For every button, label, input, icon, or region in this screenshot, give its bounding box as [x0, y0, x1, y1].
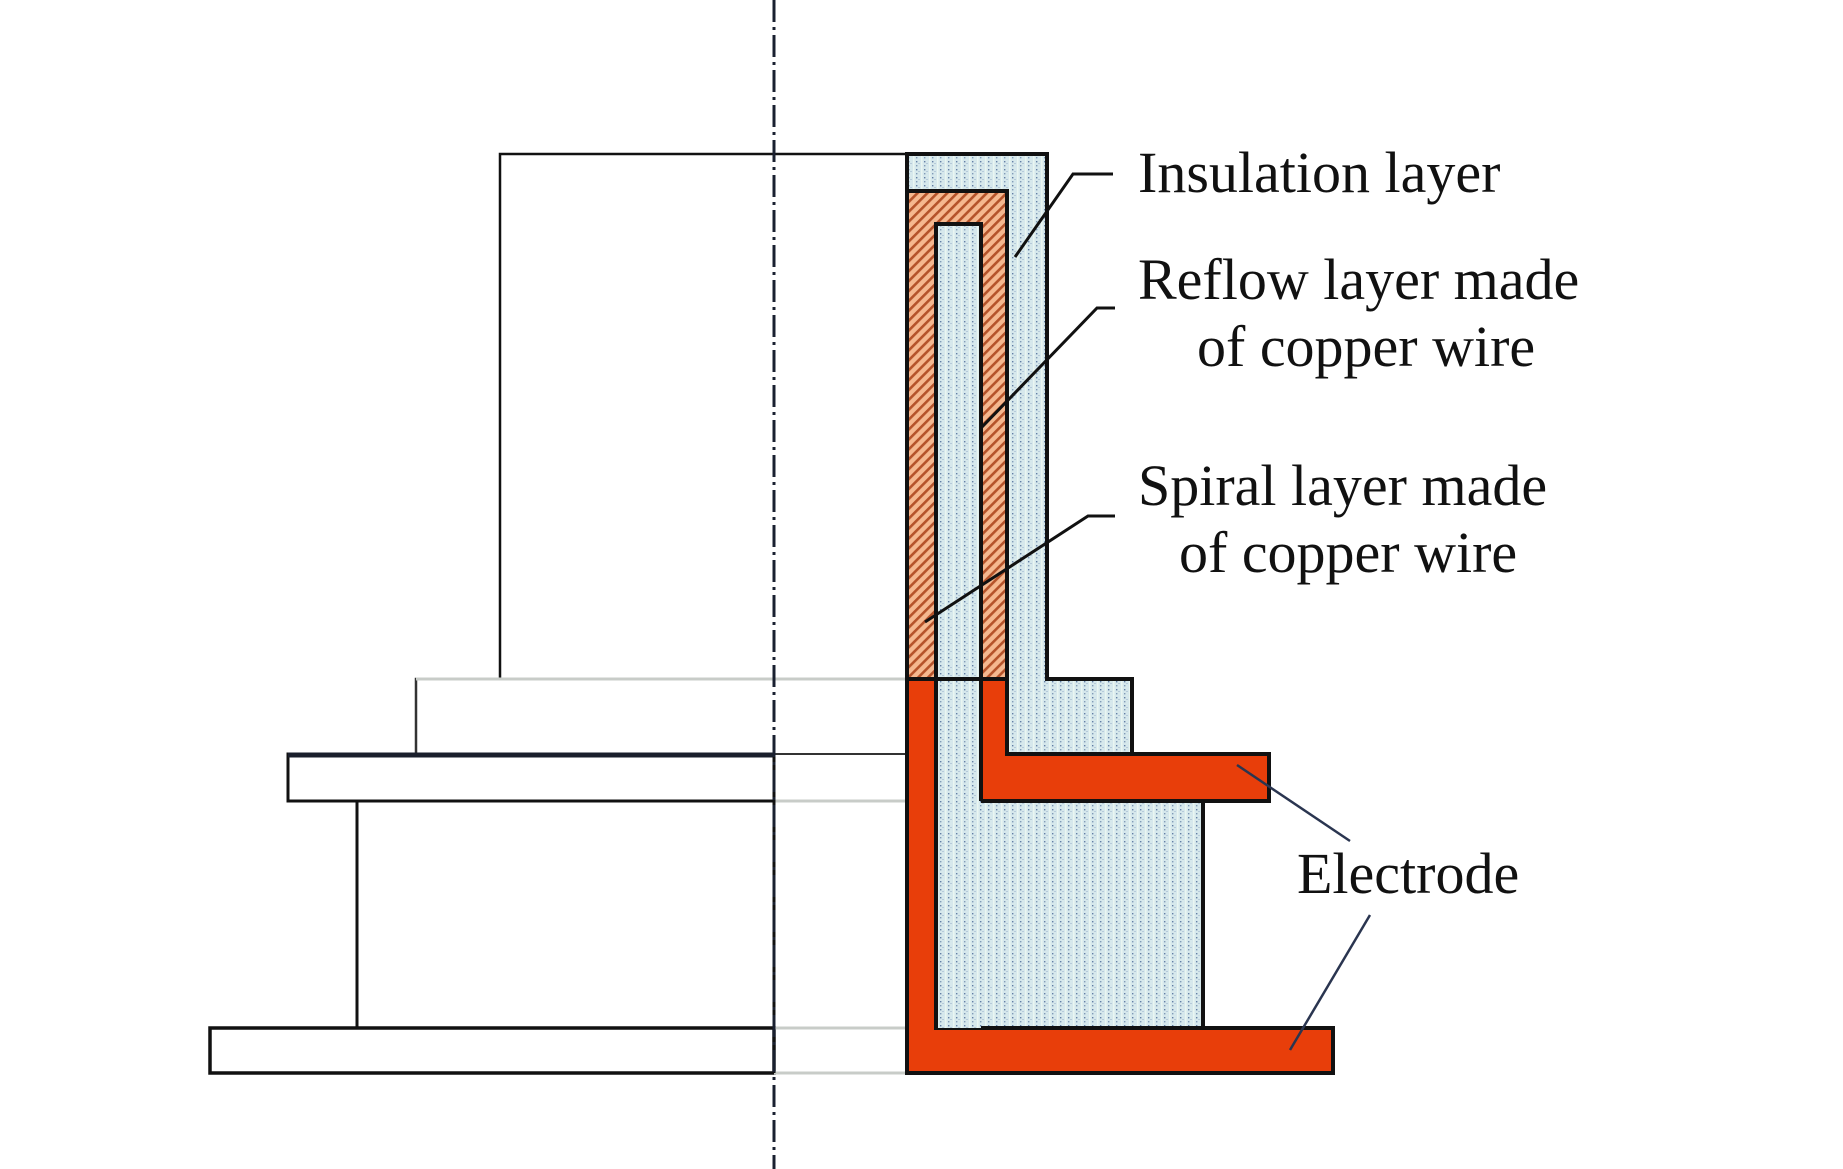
insulation-leader: [1013, 172, 1113, 258]
left-half-outline: [208, 152, 907, 1075]
reflow-label-line2: of copper wire: [1197, 314, 1535, 379]
spiral-inner-insulation: [934, 222, 983, 681]
leader-lines: [924, 172, 1372, 1051]
step-outline: [414, 677, 500, 754]
reflow-leader: [980, 306, 1115, 429]
spiral-label-line2: of copper wire: [1179, 520, 1517, 585]
lower-flange: [208, 1026, 776, 1075]
spiral-leader: [924, 514, 1115, 624]
upper-body-outline: [498, 152, 907, 679]
right-half-section: [905, 152, 1335, 1075]
electrode-label: Electrode: [1297, 841, 1519, 906]
spiral-label-line1: Spiral layer made: [1138, 453, 1547, 518]
labels: Insulation layer Reflow layer made of co…: [1138, 140, 1579, 906]
electrode-leader-lower: [1288, 914, 1372, 1051]
upper-flange: [286, 752, 776, 803]
reflow-label-line1: Reflow layer made: [1138, 247, 1579, 312]
insulation-label: Insulation layer: [1138, 140, 1500, 205]
electrode-leader-upper: [1236, 763, 1351, 843]
electrode-lower: [905, 677, 1335, 1075]
